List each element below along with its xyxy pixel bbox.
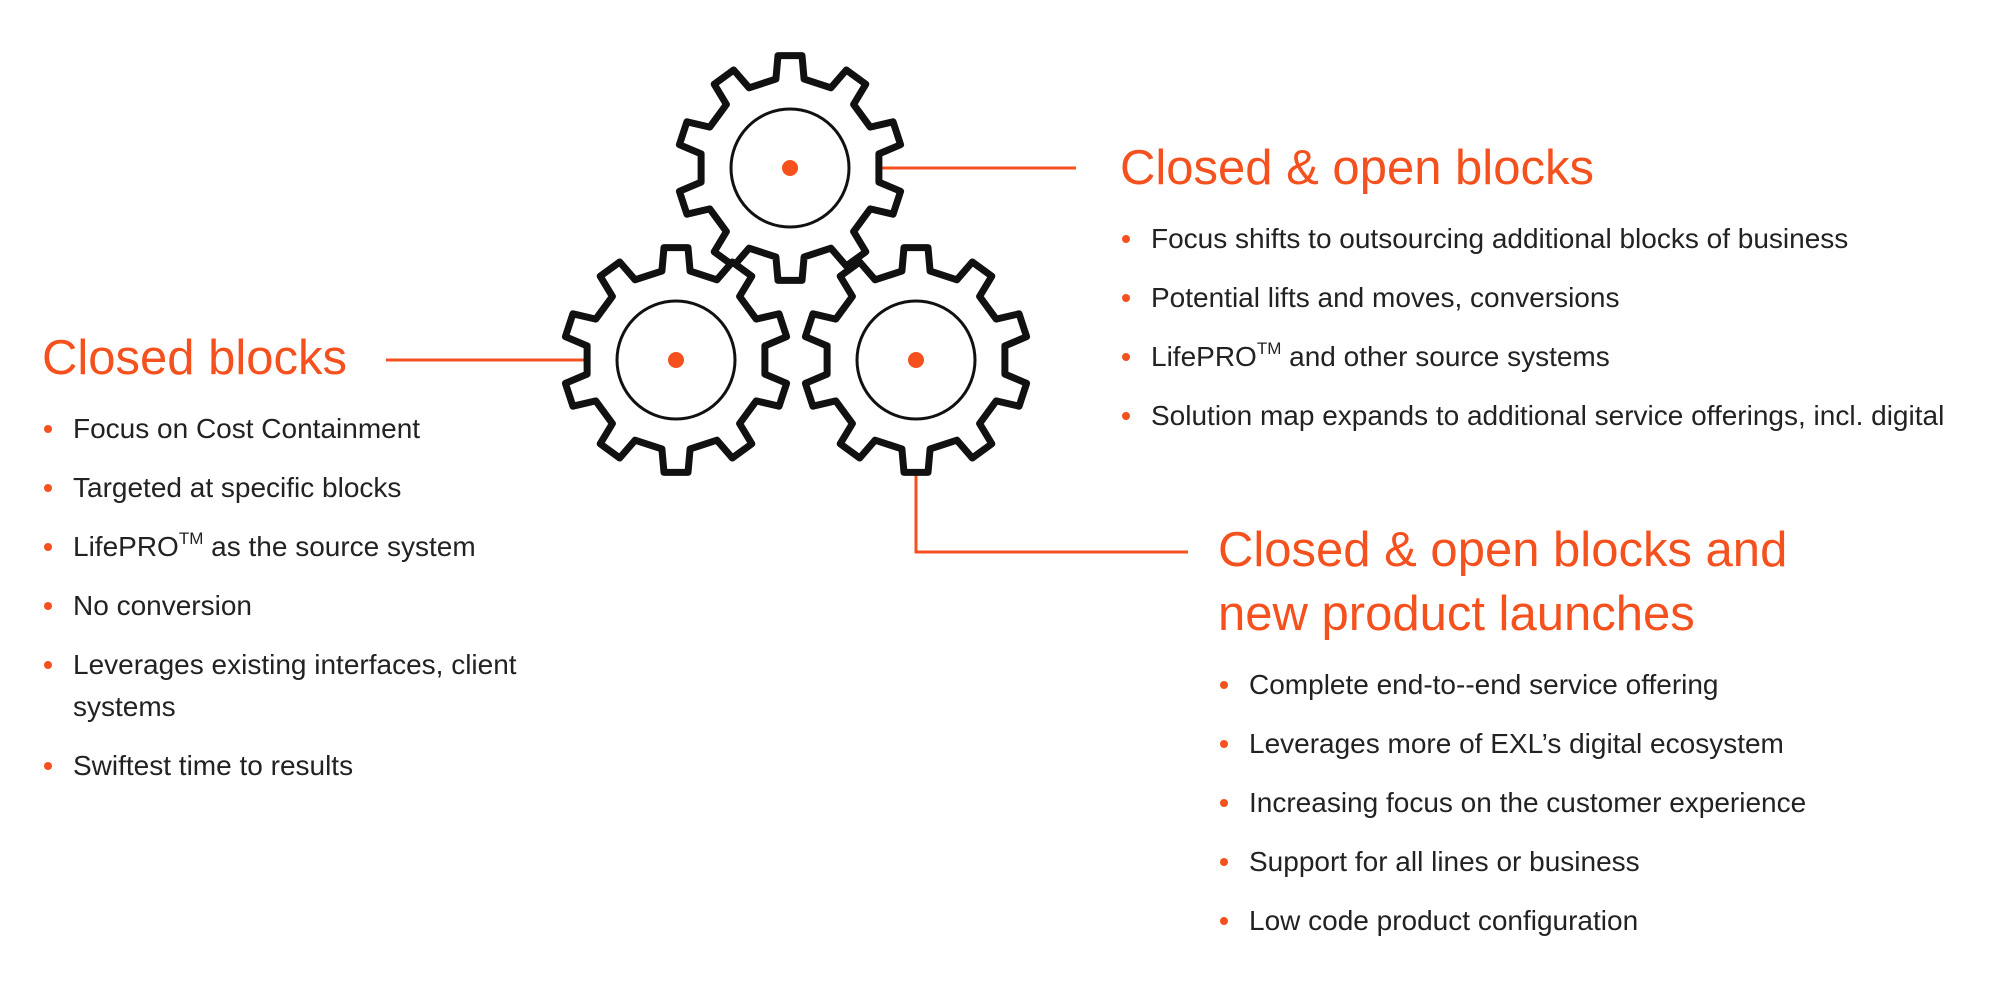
list-item: No conversion — [42, 585, 602, 627]
closed-open-blocks-section: Closed & open blocks Focus shifts to out… — [1120, 136, 2000, 454]
new-product-launches-title-line1: Closed & open blocks and — [1218, 523, 1788, 577]
connector-dot — [782, 160, 798, 176]
list-item: Low code product configuration — [1218, 900, 1978, 942]
trademark-superscript: TM — [1256, 339, 1282, 358]
new-product-launches-section: Closed & open blocks and new product lau… — [1218, 518, 1978, 959]
list-item-text: LifePRO — [73, 531, 179, 562]
trademark-superscript: TM — [178, 529, 204, 548]
list-item-text: and other source systems — [1281, 341, 1610, 372]
new-product-launches-title: Closed & open blocks and new product lau… — [1218, 518, 1978, 646]
connector-dots — [668, 160, 924, 368]
connector-dot — [668, 352, 684, 368]
gear-group — [561, 52, 1031, 476]
connector-dot — [908, 352, 924, 368]
closed-open-blocks-title: Closed & open blocks — [1120, 141, 1594, 195]
list-item: LifePROTM and other source systems — [1120, 336, 2000, 378]
list-item: Support for all lines or business — [1218, 841, 1978, 883]
list-item: Solution map expands to additional servi… — [1120, 395, 2000, 437]
list-item: Complete end-to--end service offering — [1218, 664, 1978, 706]
list-item: Potential lifts and moves, conversions — [1120, 277, 2000, 319]
list-item-text: as the source system — [203, 531, 476, 562]
list-item: Focus shifts to outsourcing additional b… — [1120, 218, 2000, 260]
closed-blocks-title: Closed blocks — [42, 331, 348, 385]
list-item: Leverages existing interfaces, client sy… — [42, 644, 602, 728]
list-item: Increasing focus on the customer experie… — [1218, 782, 1978, 824]
closed-open-blocks-list: Focus shifts to outsourcing additional b… — [1120, 218, 2000, 437]
list-item-text: LifePRO — [1151, 341, 1257, 372]
list-item: Targeted at specific blocks — [42, 467, 602, 509]
list-item: Focus on Cost Containment — [42, 408, 602, 450]
list-item: LifePROTM as the source system — [42, 526, 602, 568]
new-product-launches-title-line2: new product launches — [1218, 587, 1695, 641]
list-item: Leverages more of EXL’s digital ecosyste… — [1218, 723, 1978, 765]
list-item: Swiftest time to results — [42, 745, 602, 787]
